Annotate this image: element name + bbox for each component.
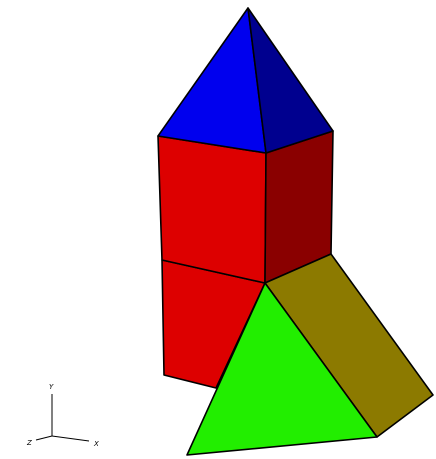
axis-triad: Y X Z [26,383,99,448]
x-axis-label: X [93,440,99,448]
z-axis-label: Z [26,439,32,447]
wedge-triangle-face [186,282,378,456]
pyramid-front-face [157,7,267,154]
y-axis-label: Y [49,383,54,391]
upper-prism-front-face [157,135,267,284]
house-model [157,7,434,456]
x-axis-line [51,435,90,442]
z-axis-line [35,435,53,441]
pyramid-side-face [247,7,334,154]
